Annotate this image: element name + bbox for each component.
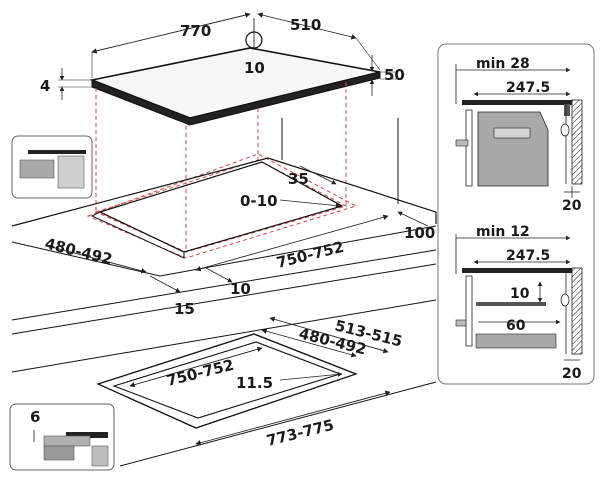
oven-depth-label: 247.5 xyxy=(506,80,550,96)
inset-flush-mount: 6 xyxy=(9,403,115,471)
hob-top-view: 770 510 4 50 10 xyxy=(40,12,405,126)
inset-surface-mount xyxy=(11,135,93,199)
dim-offset-range: 0-10 xyxy=(240,192,278,210)
oven-bottom-label: 20 xyxy=(562,198,582,214)
drawer-min-label: min 12 xyxy=(476,224,530,240)
dim-front-10: 10 xyxy=(230,280,251,298)
drawer-depth-label: 247.5 xyxy=(506,248,550,264)
dim-rear-gap: 100 xyxy=(404,224,435,242)
dim-depth: 510 xyxy=(290,16,321,34)
drawer-offset-label: 60 xyxy=(506,318,526,334)
dim-front-gap: 50 xyxy=(384,66,405,84)
dim-recess-inner-width: 750-752 xyxy=(165,356,236,390)
oven-min-label: min 28 xyxy=(476,56,530,72)
drawer-gap-label: 10 xyxy=(510,286,530,302)
side-section-panel: min 28 247.5 20 min 12 247.5 10 60 20 xyxy=(437,43,595,385)
dim-offset-35: 35 xyxy=(288,170,309,188)
dim-width: 770 xyxy=(180,22,211,40)
section-drawer: min 12 247.5 10 60 20 xyxy=(455,224,583,382)
dim-cutout-depth: 480-492 xyxy=(43,234,114,268)
section-oven: min 28 247.5 20 xyxy=(455,56,583,214)
dim-recess-depth: 11.5 xyxy=(236,374,273,392)
dim-front-15: 15 xyxy=(174,300,195,318)
drawer-bottom-label: 20 xyxy=(562,366,582,382)
dim-recess-outer-width: 773-775 xyxy=(265,416,336,450)
dim-thickness: 4 xyxy=(40,77,50,95)
dim-flush-inset: 6 xyxy=(30,408,40,426)
dim-center-offset: 10 xyxy=(244,59,265,77)
